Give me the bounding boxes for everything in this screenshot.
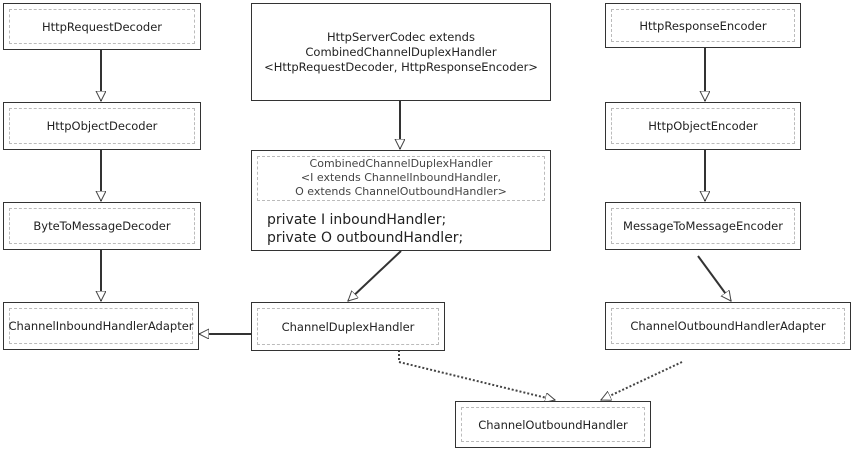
http-server-codec-box: HttpServerCodec extends CombinedChannelD… (251, 3, 551, 101)
message-to-message-encoder-label: MessageToMessageEncoder (611, 208, 795, 244)
channel-duplex-handler-box: ChannelDuplexHandler (251, 302, 445, 351)
combined-channel-duplex-handler-box: CombinedChannelDuplexHandler <I extends … (251, 150, 551, 251)
combined-header-label: CombinedChannelDuplexHandler <I extends … (257, 156, 545, 201)
http-object-decoder-label: HttpObjectDecoder (9, 108, 195, 144)
byte-to-message-decoder-label: ByteToMessageDecoder (9, 208, 195, 244)
dotted-outbound-adapter-to-outbound-handler (601, 361, 683, 401)
http-response-encoder-box: HttpResponseEncoder (605, 3, 801, 48)
channel-duplex-handler-label: ChannelDuplexHandler (257, 308, 439, 345)
http-object-decoder-box: HttpObjectDecoder (3, 102, 201, 150)
channel-inbound-handler-adapter-label: ChannelInboundHandlerAdapter (9, 308, 194, 344)
channel-outbound-handler-adapter-box: ChannelOutboundHandlerAdapter (605, 302, 851, 350)
http-response-encoder-label: HttpResponseEncoder (611, 9, 795, 42)
channel-outbound-handler-label: ChannelOutboundHandler (461, 407, 645, 442)
byte-to-message-decoder-box: ByteToMessageDecoder (3, 202, 201, 250)
http-object-encoder-label: HttpObjectEncoder (611, 108, 795, 144)
http-server-codec-label: HttpServerCodec extends CombinedChannelD… (264, 29, 538, 74)
channel-outbound-handler-adapter-label: ChannelOutboundHandlerAdapter (611, 308, 845, 344)
http-request-decoder-label: HttpRequestDecoder (9, 9, 195, 44)
arrow-message-encoder-to-outbound-adapter (697, 255, 732, 301)
arrow-combined-to-duplex (348, 250, 402, 301)
channel-inbound-handler-adapter-box: ChannelInboundHandlerAdapter (3, 302, 199, 350)
http-object-encoder-box: HttpObjectEncoder (605, 102, 801, 150)
combined-fields-label: private I inboundHandler; private O outb… (267, 212, 464, 246)
channel-outbound-handler-box: ChannelOutboundHandler (455, 401, 651, 448)
message-to-message-encoder-box: MessageToMessageEncoder (605, 202, 801, 250)
http-request-decoder-box: HttpRequestDecoder (3, 3, 201, 50)
dotted-duplex-to-outbound-handler (398, 350, 555, 400)
